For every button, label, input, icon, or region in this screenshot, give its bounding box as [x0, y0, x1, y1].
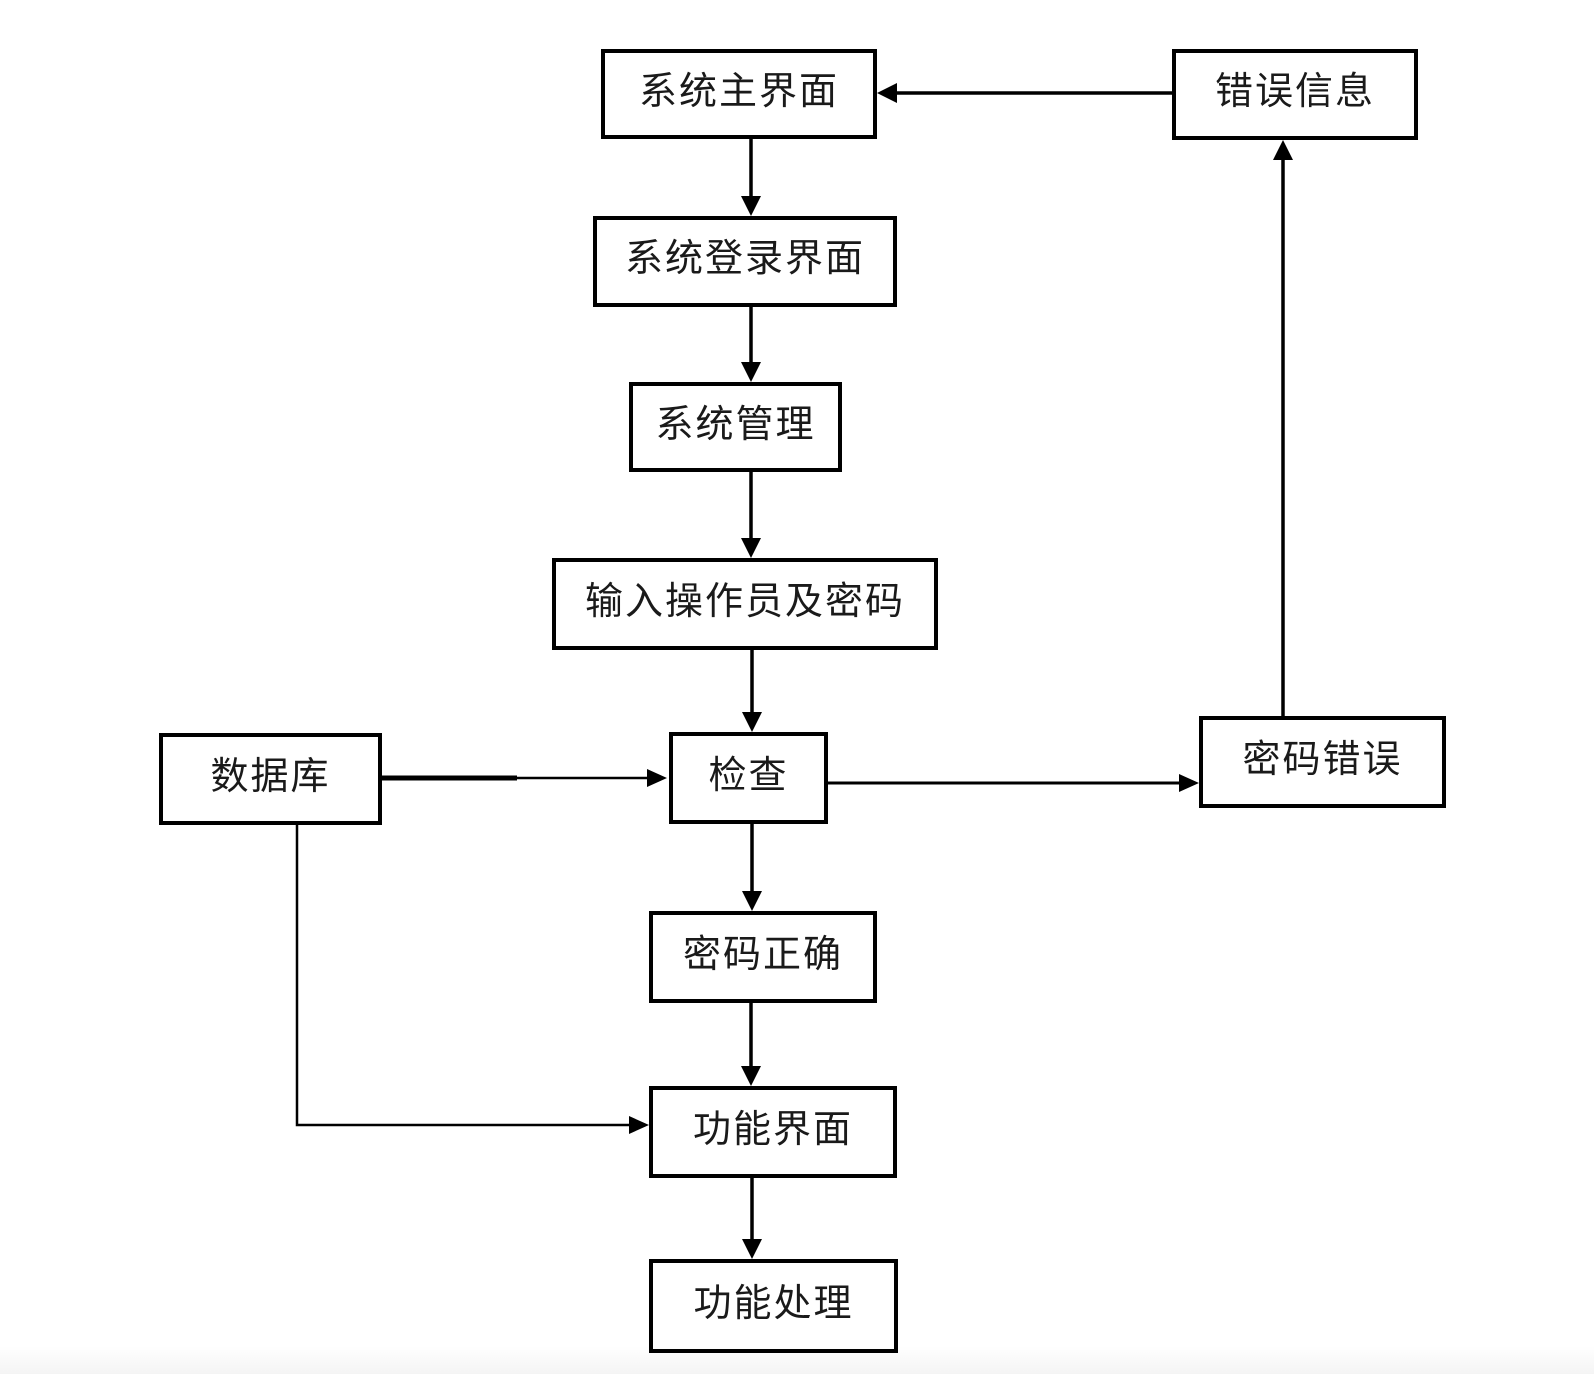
node-sys-mgmt-label: 系统管理 [655, 403, 816, 446]
arrow-database-to-check [380, 769, 667, 787]
node-pwd-correct-label: 密码正确 [682, 933, 843, 976]
arrow-check-to-pwd-correct [742, 824, 762, 911]
arrowhead [742, 712, 762, 732]
arrow-input-op-to-check [742, 650, 762, 732]
node-pwd-error-label: 密码错误 [1242, 738, 1403, 781]
arrow-sys-main-to-sys-login [741, 139, 761, 216]
node-pwd-error: 密码错误 [1199, 716, 1446, 808]
node-database: 数据库 [159, 733, 382, 825]
arrowhead [647, 769, 667, 787]
arrowhead [1273, 140, 1293, 160]
node-func-ui-label: 功能界面 [692, 1108, 853, 1151]
arrowhead [741, 196, 761, 216]
arrowhead [1179, 774, 1199, 792]
node-pwd-correct: 密码正确 [649, 911, 877, 1003]
node-input-op-label: 输入操作员及密码 [584, 580, 905, 623]
node-func-proc: 功能处理 [649, 1259, 898, 1353]
node-input-op: 输入操作员及密码 [552, 558, 938, 650]
arrow-func-ui-to-func-proc [742, 1178, 762, 1259]
arrow-sys-mgmt-to-input-op [741, 472, 761, 558]
node-sys-mgmt: 系统管理 [629, 382, 842, 472]
node-sys-login-label: 系统登录界面 [624, 238, 865, 280]
arrowhead [742, 891, 762, 911]
arrow-check-to-pwd-error [828, 774, 1199, 792]
node-database-label: 数据库 [210, 755, 331, 798]
arrowhead [741, 1066, 761, 1086]
node-sys-main-label: 系统主界面 [638, 70, 839, 113]
arrow-database-to-func-ui [295, 825, 649, 1134]
node-check: 检查 [669, 732, 828, 824]
node-check-label: 检查 [708, 754, 789, 797]
arrowhead [629, 1116, 649, 1134]
node-error-info-label: 错误信息 [1214, 71, 1375, 113]
node-func-proc-label: 功能处理 [693, 1282, 854, 1325]
arrowhead [742, 1239, 762, 1259]
arrowhead [741, 538, 761, 558]
arrowhead [741, 362, 761, 382]
arrow-pwd-error-to-error-info [1273, 140, 1293, 716]
node-error-info: 错误信息 [1172, 49, 1418, 140]
node-sys-login: 系统登录界面 [593, 216, 897, 307]
arrow-error-info-to-sys-main [877, 83, 1172, 103]
arrow-sys-login-to-sys-mgmt [741, 307, 761, 382]
node-func-ui: 功能界面 [649, 1086, 897, 1178]
arrowhead [877, 83, 897, 103]
arrow-pwd-correct-to-func-ui [741, 1003, 761, 1086]
node-sys-main: 系统主界面 [601, 49, 877, 139]
